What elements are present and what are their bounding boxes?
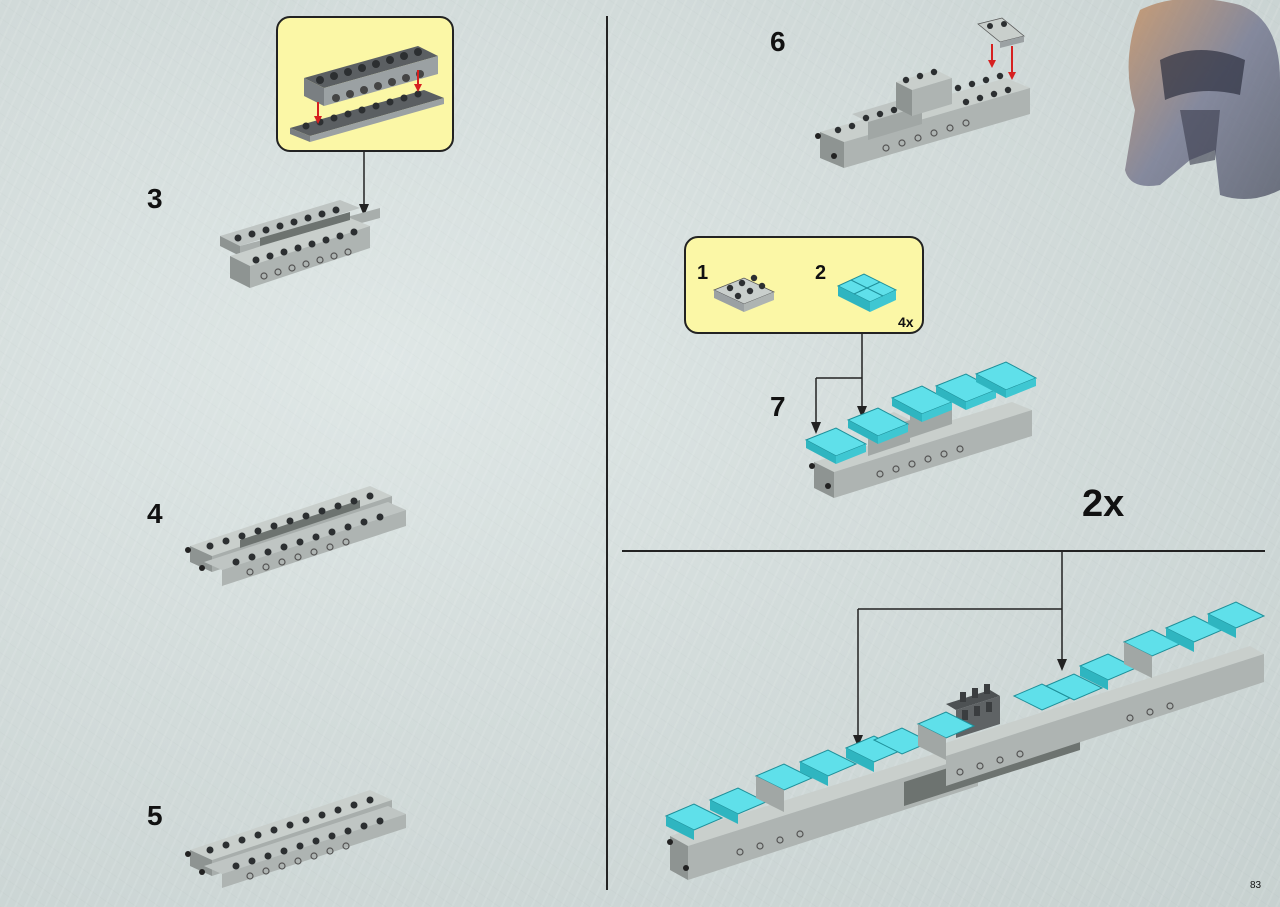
- step-5-assembly: [185, 790, 406, 888]
- repeat-multiplier: 2x: [1082, 483, 1125, 525]
- trans-tiles: [804, 361, 1038, 464]
- callout-item-1-number: 1: [697, 262, 709, 284]
- callout-step-7: 1 2 4x: [684, 236, 924, 334]
- callout-step-3-bricks: [290, 46, 444, 142]
- callout-step-7-pointer: [811, 334, 867, 434]
- step-4-number: 4: [147, 498, 163, 529]
- step-6-assembly: [815, 17, 1030, 168]
- step-4-assembly: [185, 486, 406, 586]
- final-trans-tiles: [664, 601, 1266, 840]
- helmet-watermark-icon: [1125, 0, 1280, 199]
- horizontal-divider: [622, 550, 1265, 552]
- vertical-divider: [606, 16, 608, 890]
- step-7-assembly: [804, 361, 1038, 498]
- callout-item-1-plate: [712, 274, 776, 312]
- page-number: 83: [1250, 880, 1262, 891]
- callout-item-2-number: 2: [815, 262, 827, 284]
- callout-item-2-trans-tile: [836, 273, 898, 312]
- final-assembly: [664, 601, 1266, 880]
- final-assembly-pointers: [853, 551, 1067, 747]
- callout-item-2-quantity: 4x: [898, 314, 914, 330]
- callout-step-3-pointer: [359, 150, 369, 216]
- step-3-number: 3: [147, 183, 163, 214]
- step-3-assembly: [220, 200, 380, 288]
- step-7-number: 7: [770, 391, 786, 422]
- step-5-number: 5: [147, 800, 163, 831]
- callout-step-3: [276, 16, 454, 152]
- step-6-number: 6: [770, 26, 786, 57]
